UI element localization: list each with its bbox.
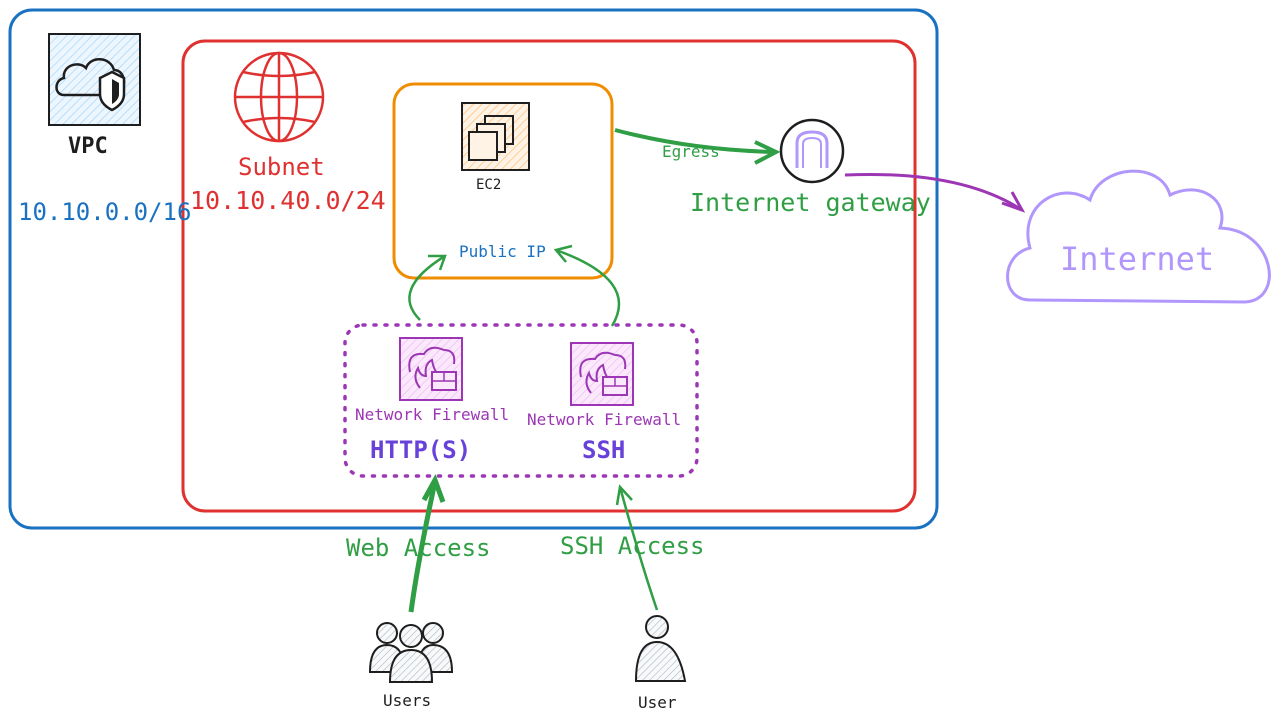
internet-cloud <box>1006 169 1271 304</box>
vpc-boundary <box>8 8 939 530</box>
subnet-title: Subnet <box>238 153 325 181</box>
firewall-protocol-http: HTTP(S) <box>370 436 472 464</box>
web-access-label: Web Access <box>346 534 491 562</box>
web-access-arrowhead <box>421 473 446 503</box>
egress-arrow <box>614 128 776 154</box>
internet-link-arrowhead <box>1001 191 1026 213</box>
users-label: Users <box>383 691 432 710</box>
vpc-icon <box>48 33 141 126</box>
ec2-icon <box>461 102 530 171</box>
user-icon <box>634 615 687 682</box>
ssh-access-arrow <box>618 486 659 611</box>
web-access-arrow <box>408 481 438 613</box>
firewall-to-ec2-arrow-right <box>555 248 621 327</box>
firewall-protocol-ssh: SSH <box>582 436 626 464</box>
firewall-label-http: Network Firewall <box>355 405 510 424</box>
users-icon <box>368 622 454 683</box>
firewall-icon-ssh <box>570 342 634 406</box>
globe-icon <box>233 51 325 143</box>
internet-gateway-icon <box>779 118 845 184</box>
user-label: User <box>638 693 677 712</box>
internet-label: Internet <box>1060 240 1215 278</box>
egress-arrowhead <box>754 140 781 165</box>
internet-link-arrow <box>844 172 1023 212</box>
egress-label: Egress <box>662 142 720 161</box>
firewall-to-ec2-arrowhead-right <box>553 244 573 263</box>
internet-gateway-label: Internet gateway <box>690 188 931 217</box>
ssh-access-arrowhead <box>615 484 633 506</box>
ec2-label: EC2 <box>476 177 502 193</box>
firewall-to-ec2-arrow-left <box>408 254 446 321</box>
vpc-title: VPC <box>68 134 108 159</box>
public-ip-label: Public IP <box>459 242 546 261</box>
ssh-access-label: SSH Access <box>560 532 705 560</box>
firewall-icon-http <box>399 337 463 401</box>
ec2-box <box>392 82 614 280</box>
vpc-cidr: 10.10.0.0/16 <box>18 198 192 226</box>
subnet-boundary <box>181 39 917 513</box>
subnet-cidr: 10.10.40.0/24 <box>190 186 386 215</box>
firewall-to-ec2-arrowhead-left <box>428 254 447 271</box>
firewall-label-ssh: Network Firewall <box>527 410 682 429</box>
